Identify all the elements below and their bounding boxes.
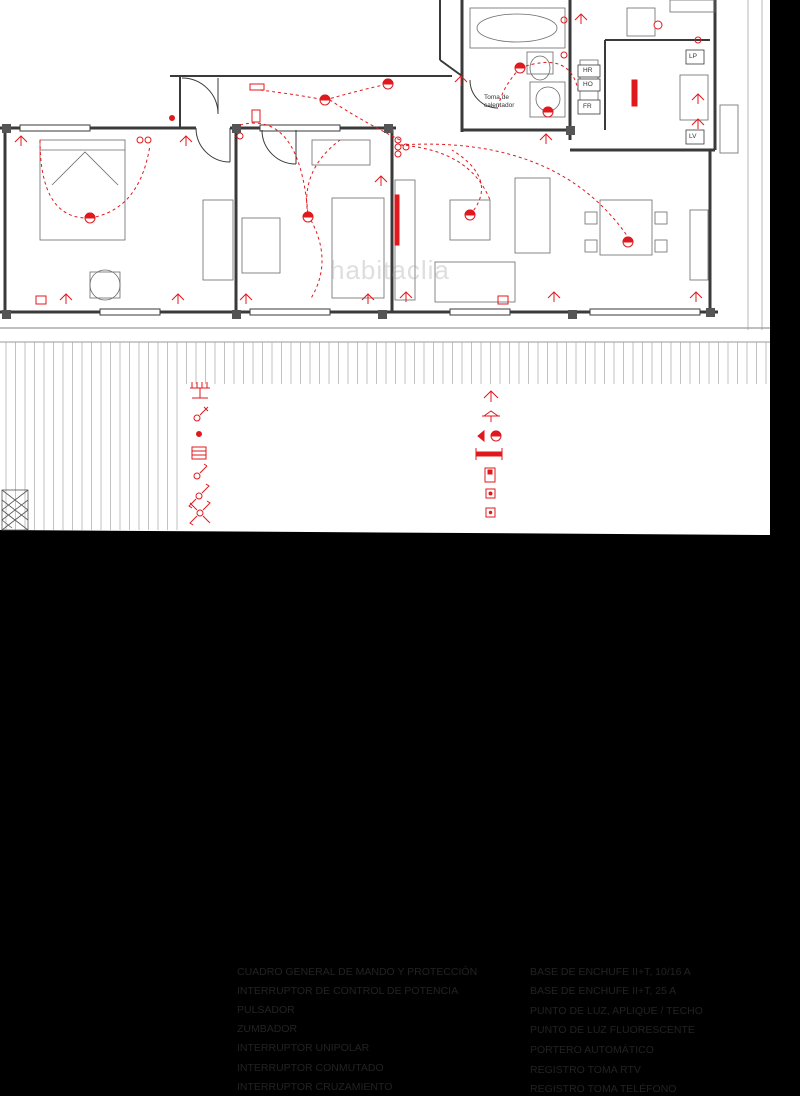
legend-label: REGISTRO TOMA TELÉFONO	[530, 1083, 677, 1095]
legend-label: CUADRO GENERAL DE MANDO Y PROTECCIÓN	[237, 966, 478, 978]
pushbutton-icon	[169, 115, 175, 121]
watermark: habitaclia	[330, 255, 450, 285]
floor-plan-sheet: Toma de calentador HR HO FR LP LV habita…	[0, 0, 770, 1095]
legend-label: BASE DE ENCHUFE II+T, 10/16 A	[530, 966, 691, 978]
grid-stamp	[1, 489, 29, 531]
legend-label: REGISTRO TOMA RTV	[530, 1064, 641, 1076]
room-label-hr: HR	[583, 67, 593, 74]
power-switch-icon	[193, 406, 209, 422]
fluorescent-icon	[394, 194, 400, 246]
fluorescent-icon	[475, 448, 503, 460]
light-point-icon	[622, 236, 634, 248]
legend-label: PUNTO DE LUZ FLUORESCENTE	[530, 1024, 695, 1036]
furniture	[39, 0, 739, 303]
phone-outlet-icon	[485, 507, 496, 518]
room-label-lv: LV	[689, 133, 697, 140]
deck-lines	[5, 342, 767, 530]
light-point-icon	[514, 62, 526, 74]
legend-label: INTERRUPTOR CONMUTADO	[237, 1062, 384, 1074]
legend-label: INTERRUPTOR DE CONTROL DE POTENCIA	[237, 985, 459, 997]
buzzer-icon	[251, 109, 261, 123]
light-point-icon	[382, 78, 394, 90]
room-label-water-heater-2: calentador	[484, 102, 515, 109]
light-point-icon	[477, 429, 502, 443]
legend-label: ZUMBADOR	[237, 1023, 298, 1035]
single-switch-icon	[193, 463, 208, 480]
pushbutton-icon	[196, 431, 202, 437]
light-point-icon	[319, 94, 331, 106]
cross-switch-icon	[189, 500, 211, 526]
panel-icon	[249, 83, 265, 91]
room-label-fr: FR	[583, 103, 592, 110]
terrace-decking	[0, 0, 770, 343]
phone-outlet-icon	[497, 295, 509, 305]
panel-icon	[190, 382, 210, 399]
light-point-icon	[464, 209, 476, 221]
fluorescent-icon	[631, 79, 638, 107]
circuits	[39, 61, 631, 301]
light-point-icon	[653, 20, 663, 30]
intercom-icon	[484, 467, 496, 483]
tv-outlet-icon	[485, 488, 496, 499]
room-label-water-heater: Toma de	[484, 94, 509, 101]
paper	[0, 0, 770, 535]
sockets	[14, 13, 705, 304]
legend-label: PULSADOR	[237, 1004, 295, 1016]
walls	[0, 0, 718, 316]
plan-symbols	[35, 16, 702, 305]
light-point-icon	[84, 212, 96, 224]
legend-symbols	[188, 382, 503, 526]
legend-label: PORTERO AUTOMÁTICO	[530, 1044, 654, 1056]
socket-25a-icon	[482, 410, 500, 422]
legend-label: INTERRUPTOR UNIPOLAR	[237, 1042, 370, 1054]
room-label-ho: HO	[583, 81, 593, 88]
tv-outlet-icon	[35, 295, 47, 305]
light-point-icon	[302, 211, 314, 223]
room-label-lp: LP	[689, 53, 697, 60]
buzzer-icon	[191, 446, 207, 460]
appliance-boxes	[577, 49, 705, 145]
light-point-icon	[542, 106, 554, 118]
two-way-switch-icon	[188, 483, 210, 509]
legend-label: INTERRUPTOR CRUZAMIENTO	[237, 1081, 393, 1093]
legend-label: BASE DE ENCHUFE II+T, 25 A	[530, 985, 677, 997]
pillars	[2, 124, 715, 319]
legend-label: PUNTO DE LUZ, APLIQUE / TECHO	[530, 1005, 703, 1017]
electrical-floor-plan	[0, 0, 770, 535]
socket-16a-icon	[483, 390, 499, 402]
